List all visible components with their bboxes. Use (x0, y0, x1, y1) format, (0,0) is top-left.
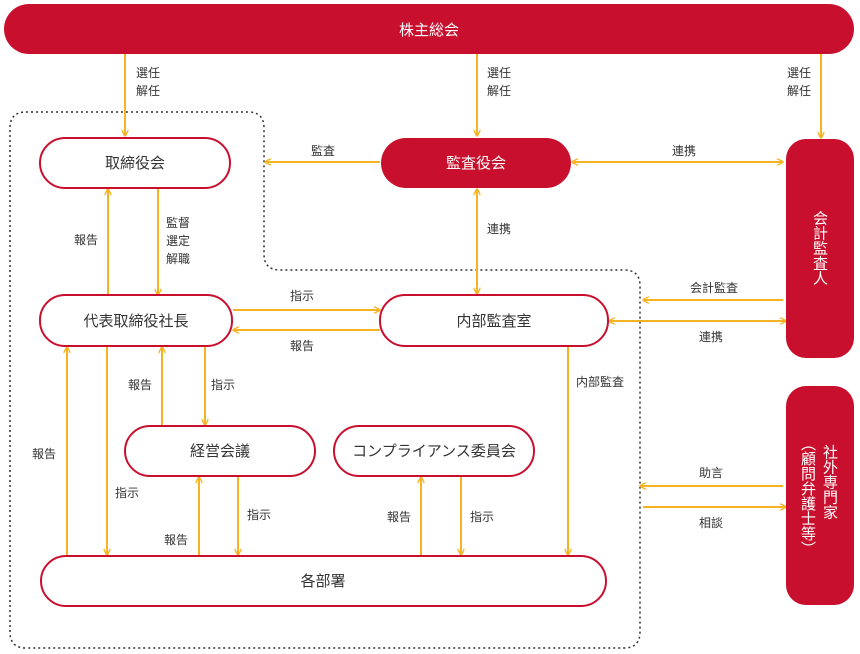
node-shareholders: 株主総会 (4, 4, 854, 54)
label-report-mgmt-up: 報告 (128, 378, 152, 392)
label-supervise-3: 解職 (166, 252, 190, 266)
label-consult: 相談 (699, 515, 723, 530)
label-supervise-2: 選定 (166, 233, 190, 248)
label-internal-audit: 内部監査 (576, 374, 624, 389)
node-president-label: 代表取締役社長 (83, 312, 188, 330)
label-coop-mid: 連携 (487, 221, 511, 236)
label-elect-2a: 選任 (487, 66, 511, 80)
node-shareholders-label: 株主総会 (399, 21, 459, 39)
label-instruct-internal: 指示 (290, 288, 314, 303)
node-departments-label: 各部署 (300, 572, 345, 590)
label-elect-3a: 選任 (787, 66, 811, 80)
label-accounting-audit: 会計監査 (690, 280, 738, 295)
node-internal-audit-label: 内部監査室 (456, 312, 531, 330)
label-instruct-mgmt: 指示 (211, 377, 235, 392)
label-advice: 助言 (699, 466, 723, 480)
label-report-dept-president: 報告 (32, 447, 56, 461)
label-elect-1a: 選任 (136, 66, 160, 80)
label-report-compliance: 報告 (387, 510, 411, 524)
label-elect-3b: 解任 (787, 84, 811, 98)
label-coop-right: 連携 (699, 329, 723, 344)
node-external-experts: （顧問弁護士等） 社外専門家 (786, 386, 854, 605)
node-management-meeting-label: 経営会議 (190, 442, 250, 460)
label-report-dept-mgmt: 報告 (164, 533, 188, 547)
label-coop-top: 連携 (672, 143, 696, 158)
node-auditors-label: 監査役会 (446, 154, 506, 172)
label-supervise-1: 監督 (166, 215, 190, 230)
label-audit: 監査 (311, 143, 335, 158)
node-compliance-committee-label: コンプライアンス委員会 (352, 442, 516, 460)
edges (67, 54, 821, 555)
label-elect-2b: 解任 (487, 84, 511, 98)
node-external-experts-label: 社外専門家 (821, 445, 839, 520)
internal-control-boundary (9, 111, 641, 649)
label-instruct-dept: 指示 (115, 485, 139, 500)
node-president: 代表取締役社長 (39, 294, 233, 347)
node-external-experts-sub: （顧問弁護士等） (799, 436, 817, 556)
edge-labels: 選任 解任 選任 解任 選任 解任 監査 連携 連携 報告 監督 選定 解職 指… (32, 66, 811, 547)
label-report-internal: 報告 (290, 339, 314, 353)
node-internal-audit: 内部監査室 (379, 294, 609, 347)
node-accounting-auditor: 会計監査人 (786, 139, 854, 358)
node-board-label: 取締役会 (105, 154, 165, 172)
node-departments: 各部署 (40, 555, 607, 607)
label-instruct-compliance: 指示 (470, 509, 494, 524)
node-management-meeting: 経営会議 (124, 425, 316, 477)
label-elect-1b: 解任 (136, 84, 160, 98)
node-accounting-auditor-label: 会計監査人 (811, 211, 829, 286)
node-auditors: 監査役会 (381, 138, 571, 188)
node-board: 取締役会 (39, 137, 231, 189)
node-compliance-committee: コンプライアンス委員会 (333, 425, 535, 477)
label-instruct-mgmt-dept: 指示 (247, 507, 271, 522)
label-report-board: 報告 (74, 233, 98, 247)
